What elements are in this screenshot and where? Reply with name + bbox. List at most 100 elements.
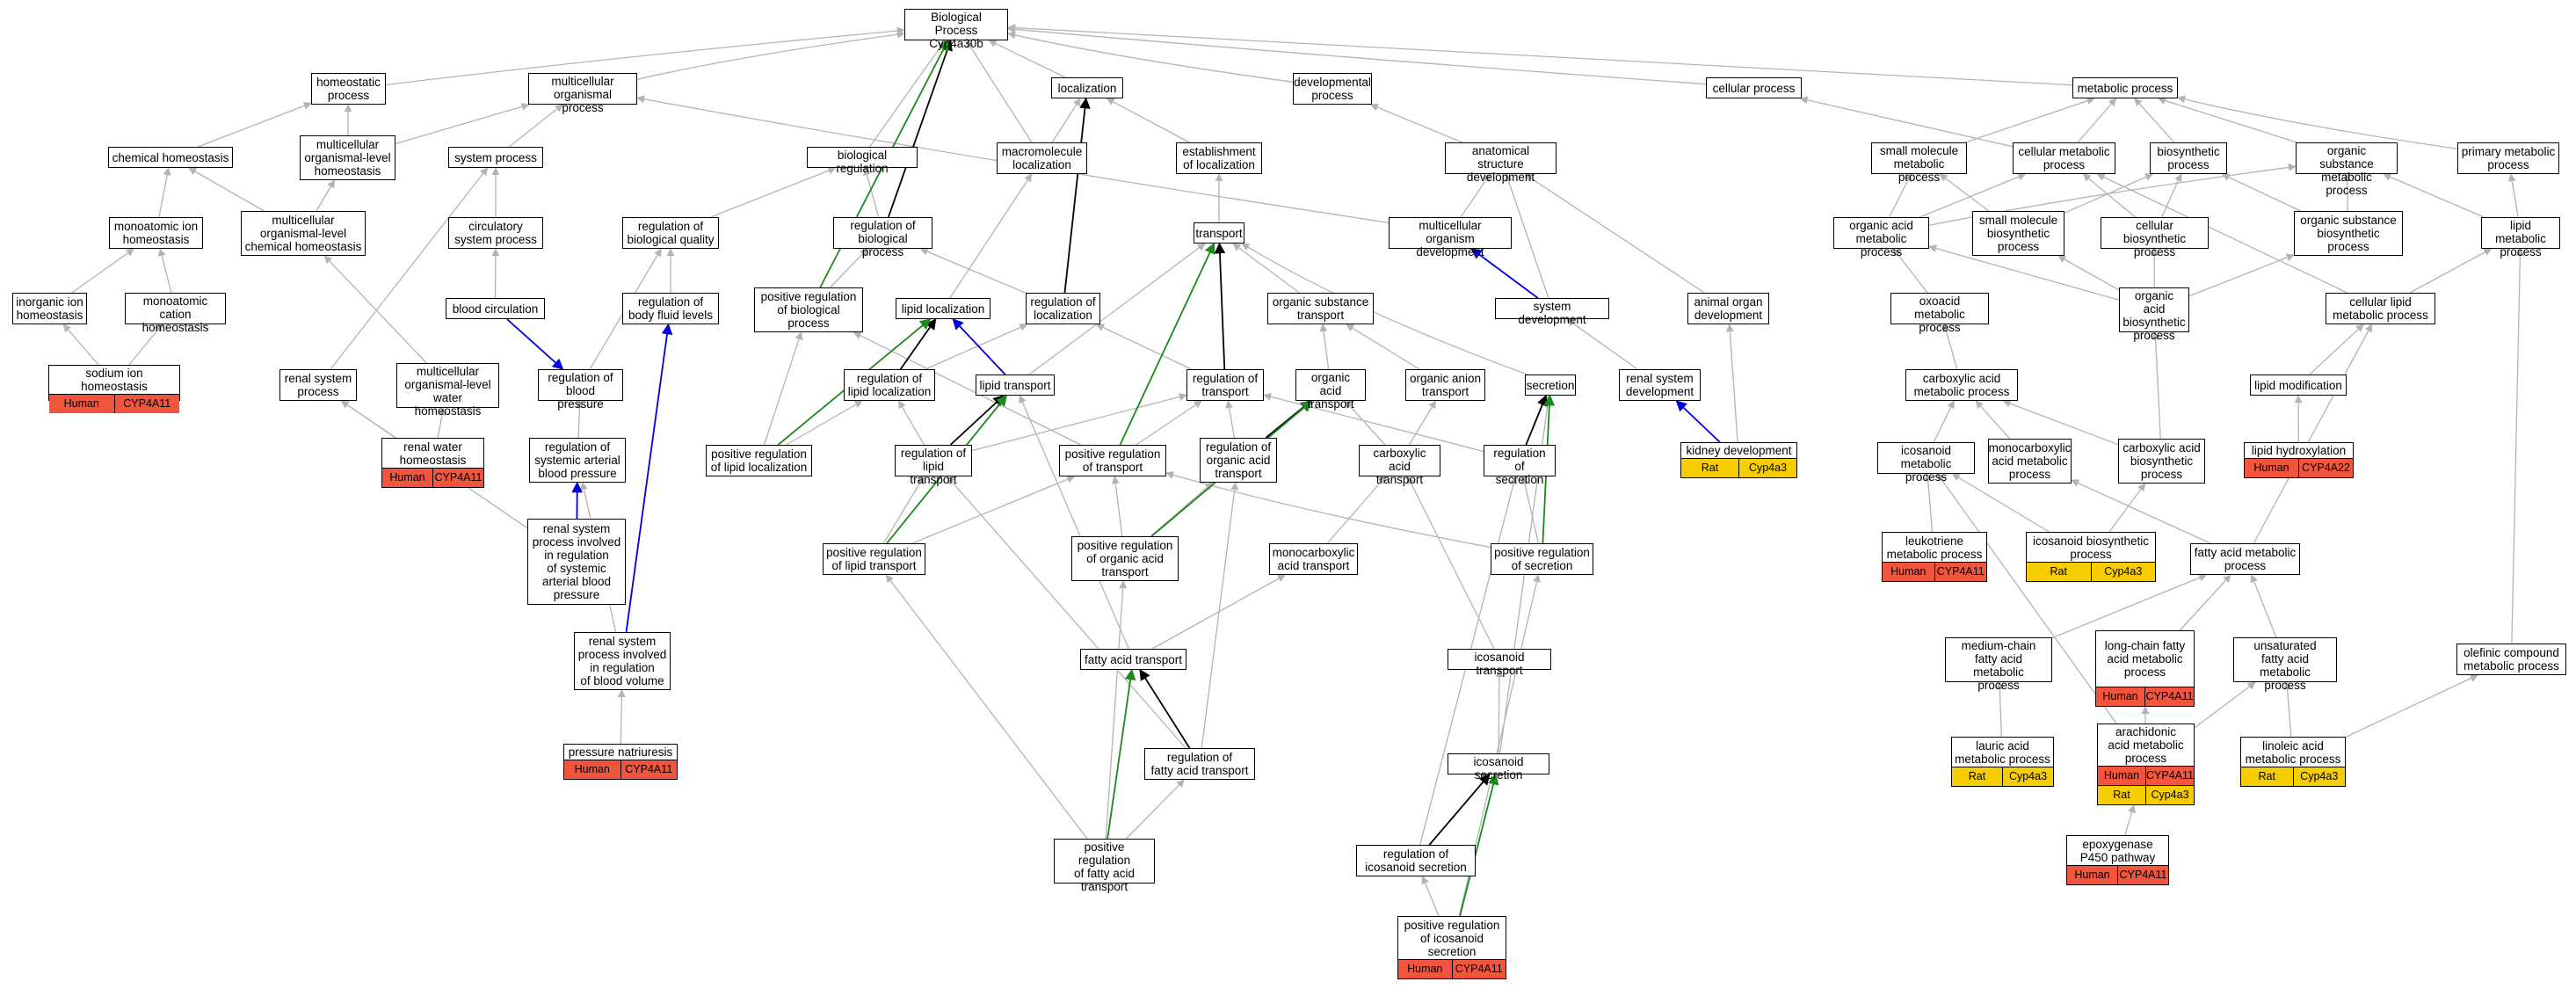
go-term-org-acid-transport[interactable]: organic acid transport	[1295, 369, 1366, 411]
go-term-monoatomic-cation[interactable]: monoatomic cation homeostasis	[125, 293, 226, 334]
go-term-reg-body-fluid[interactable]: regulation of body fluid levels	[622, 293, 719, 324]
go-term-org-acid-met[interactable]: organic acid metabolic process	[1833, 217, 1929, 258]
go-term-pos-reg-bio[interactable]: positive regulation of biological proces…	[754, 287, 863, 332]
go-term-org-sub-bio[interactable]: organic substance biosynthetic process	[2294, 211, 2403, 256]
go-term-developmental[interactable]: developmental process	[1293, 73, 1372, 105]
go-term-estab-loc[interactable]: establishment of localization	[1176, 142, 1262, 174]
go-term-reg-icosanoid-secretion[interactable]: regulation of icosanoid secretion	[1356, 845, 1476, 876]
go-term-reg-blood-pressure[interactable]: regulation of blood pressure	[538, 369, 623, 411]
go-term-reg-sys-arterial[interactable]: regulation of systemic arterial blood pr…	[529, 438, 626, 483]
go-term-cell-lipid-met[interactable]: cellular lipid metabolic process	[2326, 293, 2435, 324]
edge-is-a	[2194, 681, 2256, 729]
go-term-biosynthetic[interactable]: biosynthetic process	[2150, 142, 2227, 174]
edge-is-a	[966, 40, 1033, 143]
go-term-cell-met[interactable]: cellular metabolic process	[2013, 142, 2115, 174]
go-term-mc-org-homeo[interactable]: multicellular organismal-level homeostas…	[300, 135, 395, 180]
go-term-org-acid-bio[interactable]: organic acid biosynthetic process	[2119, 287, 2189, 342]
go-term-reg-bio-process[interactable]: regulation of biological process	[833, 217, 932, 258]
go-term-cell-bio[interactable]: cellular biosynthetic process	[2101, 217, 2209, 258]
go-term-pos-reg-org-acid[interactable]: positive regulation of organic acid tran…	[1071, 536, 1179, 581]
go-term-localization[interactable]: localization	[1051, 77, 1123, 98]
edge-is-a	[437, 407, 446, 439]
go-term-reg-bio-quality[interactable]: regulation of biological quality	[622, 217, 719, 249]
go-term-system-process[interactable]: system process	[448, 147, 543, 168]
go-term-reg-transport[interactable]: regulation of transport	[1186, 369, 1264, 401]
go-term-medium-chain[interactable]: medium-chain fatty acid metabolic proces…	[1945, 637, 2052, 692]
go-term-bp[interactable]: Biological Process Cyp4a30b	[904, 9, 1008, 50]
go-term-monocarboxylic-transport[interactable]: monocarboxylic acid transport	[1269, 543, 1358, 575]
go-term-reg-secretion[interactable]: regulation of secretion	[1484, 445, 1556, 486]
go-term-carboxylic-met[interactable]: carboxylic acid metabolic process	[1905, 369, 2018, 401]
go-term-carboxylic-bio[interactable]: carboxylic acid biosynthetic process	[2118, 439, 2205, 484]
go-term-renal-system-process[interactable]: renal system process	[279, 369, 357, 401]
go-term-olefinic[interactable]: olefinic compound metabolic process	[2456, 644, 2566, 675]
go-term-small-mol-bio[interactable]: small molecule biosynthetic process	[1972, 211, 2064, 256]
go-term-anat-dev[interactable]: anatomical structure development	[1445, 142, 1556, 184]
go-term-org-sub-met[interactable]: organic substance metabolic process	[2296, 142, 2398, 197]
go-term-pos-reg-lipid-loc[interactable]: positive regulation of lipid localizatio…	[706, 445, 812, 476]
go-term-mc-org-dev[interactable]: multicellular organism development	[1389, 217, 1512, 258]
go-term-reg-lipid-transport[interactable]: regulation of lipid transport	[895, 445, 972, 486]
go-term-monoatomic-ion-homeo[interactable]: monoatomic ion homeostasis	[109, 217, 203, 249]
go-term-macromolecule-loc[interactable]: macromolecule localization	[997, 142, 1087, 174]
go-term-oxoacid-met[interactable]: oxoacid metabolic process	[1890, 293, 1989, 334]
go-term-fatty-acid-transport[interactable]: fatty acid transport	[1080, 649, 1186, 670]
go-term-bio-regulation[interactable]: biological regulation	[807, 147, 918, 175]
go-term-fatty-acid-met[interactable]: fatty acid metabolic process	[2190, 543, 2300, 575]
go-term-system-dev[interactable]: system development	[1495, 298, 1609, 326]
go-term-small-mol-met[interactable]: small molecule metabolic process	[1871, 142, 1967, 184]
go-term-carboxylic-transport[interactable]: carboxylic acid transport	[1359, 445, 1440, 486]
go-term-monocarboxylic-met[interactable]: monocarboxylic acid metabolic process	[1988, 439, 2072, 484]
go-term-pos-reg-fatty-acid[interactable]: positive regulation of fatty acid transp…	[1054, 839, 1155, 893]
go-term-pos-reg-icosanoid[interactable]: positive regulation of icosanoid secreti…	[1397, 916, 1506, 979]
go-term-mc-chem-homeo[interactable]: multicellular organismal-level chemical …	[241, 211, 366, 256]
go-term-pos-reg-transport[interactable]: positive regulation of transport	[1059, 445, 1166, 476]
go-term-chem-homeo[interactable]: chemical homeostasis	[108, 147, 233, 168]
go-term-icosanoid-met[interactable]: icosanoid metabolic process	[1877, 442, 1975, 484]
go-term-mc-water-homeo[interactable]: multicellular organismal-level water hom…	[396, 363, 499, 418]
go-term-org-sub-transport[interactable]: organic substance transport	[1267, 293, 1374, 324]
go-term-reg-fatty-acid-transport[interactable]: regulation of fatty acid transport	[1144, 748, 1255, 780]
go-term-lipid-met[interactable]: lipid metabolic process	[2481, 217, 2560, 258]
go-term-pos-reg-lipid-transport[interactable]: positive regulation of lipid transport	[823, 543, 925, 575]
go-term-lipid-transport[interactable]: lipid transport	[976, 375, 1055, 396]
go-term-icosanoid-transport[interactable]: icosanoid transport	[1448, 649, 1551, 677]
go-term-cellular-process[interactable]: cellular process	[1706, 77, 1802, 98]
go-term-animal-organ-dev[interactable]: animal organ development	[1687, 293, 1769, 324]
go-term-renal-sys-involved[interactable]: renal system process involved in regulat…	[527, 519, 626, 605]
go-term-primary-met[interactable]: primary metabolic process	[2457, 142, 2559, 174]
go-term-renal-sys-dev[interactable]: renal system development	[1619, 369, 1701, 401]
go-term-label: lipid localization	[901, 302, 985, 316]
go-term-homeostatic[interactable]: homeostatic process	[311, 73, 386, 105]
go-term-reg-lipid-loc[interactable]: regulation of lipid localization	[844, 369, 935, 401]
go-term-metabolic-process[interactable]: metabolic process	[2072, 77, 2178, 98]
go-term-reg-org-acid-transport[interactable]: regulation of organic acid transport	[1200, 438, 1277, 483]
go-term-transport[interactable]: transport	[1194, 222, 1244, 244]
go-term-renal-blood-volume[interactable]: renal system process involved in regulat…	[574, 632, 671, 690]
go-term-lipid-mod[interactable]: lipid modification	[2250, 375, 2347, 396]
go-term-lipid-loc[interactable]: lipid localization	[896, 298, 990, 319]
go-term-blood-circ[interactable]: blood circulation	[446, 298, 545, 319]
go-term-reg-loc[interactable]: regulation of localization	[1026, 293, 1100, 324]
go-term-org-anion-transport[interactable]: organic anion transport	[1405, 369, 1485, 401]
go-term-pos-reg-secretion[interactable]: positive regulation of secretion	[1491, 543, 1593, 575]
go-term-icosanoid-secretion[interactable]: icosanoid secretion	[1448, 753, 1549, 782]
go-term-inorg-ion[interactable]: inorganic ion homeostasis	[12, 293, 87, 324]
go-term-unsaturated[interactable]: unsaturated fatty acid metabolic process	[2233, 637, 2337, 692]
go-term-multicellular[interactable]: multicellular organismal process	[528, 73, 637, 114]
go-term-circulatory[interactable]: circulatory system process	[448, 217, 543, 249]
go-term-secretion[interactable]: secretion	[1525, 375, 1576, 396]
